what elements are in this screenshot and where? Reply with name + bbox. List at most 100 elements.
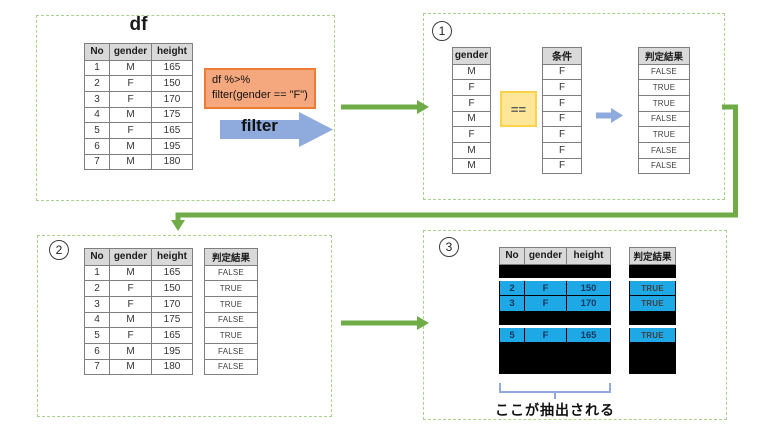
table-cell: 5: [499, 325, 525, 343]
code-line-2: filter(gender == "F"): [212, 89, 308, 102]
filter-label: filter: [241, 116, 278, 135]
table-cell: TRUE: [629, 325, 676, 343]
table-cell: F: [542, 94, 582, 112]
table-row: M: [452, 63, 491, 81]
table-header-cell: gender: [452, 47, 491, 65]
table-row: M: [452, 141, 491, 159]
table-cell: M: [109, 59, 152, 77]
table-header-cell: gender: [109, 248, 152, 266]
table-cell: [629, 310, 676, 328]
step-badge-1: 1: [432, 21, 452, 41]
table-header-cell: height: [566, 247, 611, 265]
table-cell: 175: [151, 106, 193, 124]
table-row: F: [542, 126, 582, 143]
table-cell: M: [109, 342, 152, 360]
table-cell: F: [109, 122, 152, 139]
table-row: [499, 357, 611, 375]
table-cell: 7: [84, 358, 110, 376]
table-row: F: [542, 63, 582, 81]
table-row: [629, 357, 676, 375]
table-row: F: [452, 94, 491, 112]
arrow-step2-to-step3-icon: [341, 316, 429, 330]
table-cell: 195: [151, 137, 193, 155]
table-header-row: 判定結果: [638, 47, 690, 65]
table-cell: 170: [566, 294, 611, 312]
table-cell: 180: [151, 153, 193, 171]
table-cell: F: [542, 110, 582, 128]
table-cell: M: [452, 63, 491, 81]
table-cell: F: [524, 278, 567, 296]
table-cell: TRUE: [204, 280, 258, 297]
table-cell: 165: [151, 122, 193, 139]
table-row: TRUE: [638, 94, 690, 112]
table-cell: F: [542, 63, 582, 81]
equals-operator-box: ==: [500, 91, 537, 127]
arrow-source-to-step1-icon: [341, 100, 429, 114]
table-cell: FALSE: [204, 311, 258, 329]
table-row: TRUE: [629, 278, 676, 296]
table-header-row: 判定結果: [629, 247, 676, 265]
table-cell: 7: [84, 153, 110, 171]
table-cell: F: [452, 126, 491, 143]
table-row: F: [452, 79, 491, 96]
table-cell: FALSE: [638, 110, 690, 128]
table-cell: FALSE: [638, 141, 690, 159]
table-cell: 4: [84, 311, 110, 329]
extract-caption: ここが抽出される: [495, 402, 615, 418]
table-row: F: [542, 94, 582, 112]
table-row: F: [542, 157, 582, 175]
table-cell: FALSE: [204, 264, 258, 282]
table-row: F: [452, 126, 491, 143]
table-cell: TRUE: [629, 278, 676, 296]
table-row: FALSE: [638, 157, 690, 175]
table-cell: M: [109, 137, 152, 155]
table-row: FALSE: [638, 63, 690, 81]
table-header-cell: 判定結果: [204, 248, 258, 266]
table-cell: F: [109, 295, 152, 313]
table-cell: 180: [151, 358, 193, 376]
table-header-cell: 判定結果: [629, 247, 676, 265]
filter-code-box: df %>% filter(gender == "F"): [204, 68, 316, 109]
table-header-cell: 判定結果: [638, 47, 690, 65]
table-row: FALSE: [638, 110, 690, 128]
table-cell: M: [452, 141, 491, 159]
code-line-1: df %>%: [212, 74, 251, 86]
table-header-row: 判定結果: [204, 248, 258, 266]
table-row: [629, 310, 676, 328]
table-cell: 2: [499, 278, 525, 296]
small-right-arrow-icon: [596, 108, 623, 123]
table-cell: 4: [84, 106, 110, 124]
table-cell: [499, 263, 525, 281]
table-cell: 150: [566, 278, 611, 296]
table-row: FALSE: [204, 358, 258, 376]
table-row: F: [542, 141, 582, 159]
table-cell: TRUE: [204, 295, 258, 313]
table-row: TRUE: [204, 295, 258, 313]
table-header-cell: 条件: [542, 47, 582, 65]
table-cell: [499, 341, 525, 359]
table-cell: 3: [84, 90, 110, 108]
table-row: TRUE: [204, 280, 258, 297]
table-cell: F: [109, 327, 152, 344]
table-cell: 165: [151, 327, 193, 344]
table-cell: 165: [151, 264, 193, 282]
table-header-row: gender: [452, 47, 491, 65]
step-badge-3: 3: [439, 237, 459, 257]
table-row: TRUE: [629, 294, 676, 312]
table-row: TRUE: [638, 126, 690, 143]
